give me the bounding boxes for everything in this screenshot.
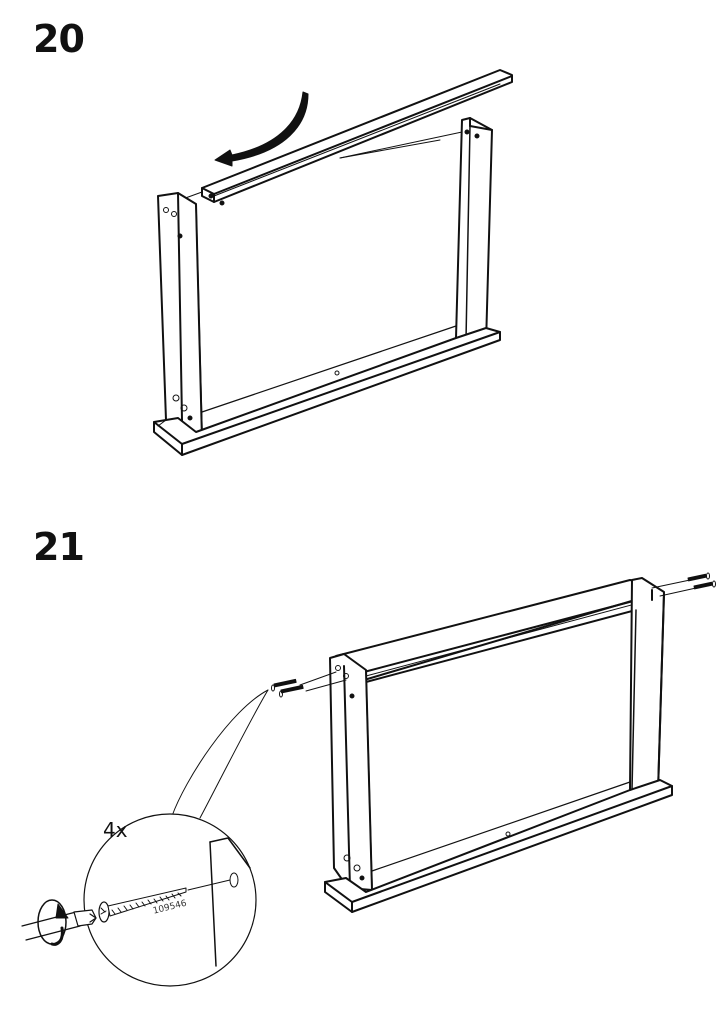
left-side-panel-21 <box>329 653 373 891</box>
left-side-panel <box>157 192 203 441</box>
curved-arrow-icon <box>214 91 309 167</box>
right-side-panel <box>455 117 493 345</box>
step-number-21: 21 <box>33 525 85 569</box>
base-board-21 <box>324 779 673 913</box>
right-side-panel-21 <box>629 577 665 793</box>
step-number-20: 20 <box>33 17 85 61</box>
screw-icon <box>98 887 187 923</box>
top-rail <box>201 69 513 206</box>
rotate-clockwise-icon <box>37 899 69 946</box>
quantity-label: 4x <box>103 818 128 842</box>
screws-left <box>271 671 347 698</box>
base-board <box>153 325 501 456</box>
detail-callout <box>21 813 257 987</box>
step-21-illustration <box>21 572 716 987</box>
step-20-illustration <box>153 69 513 456</box>
screwdriver-icon <box>21 909 97 941</box>
screws-right <box>651 572 716 597</box>
top-rail-assembled <box>335 579 663 683</box>
